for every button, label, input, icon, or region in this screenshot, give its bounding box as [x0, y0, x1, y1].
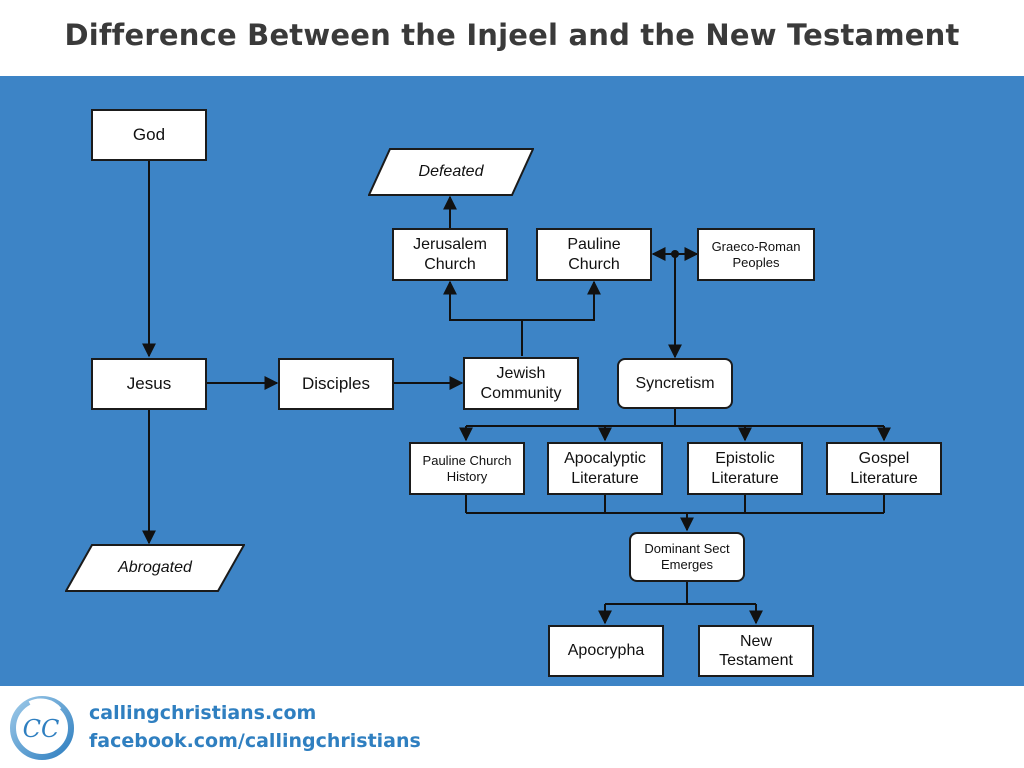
cc-logo-icon: CC	[10, 696, 74, 760]
edge-split-jerusalem	[443, 280, 522, 321]
connector-lines	[142, 161, 891, 625]
node-jewish-community: Jewish Community	[463, 357, 579, 410]
junction-dot	[671, 250, 679, 258]
node-apocalyptic-literature-label: Apocalyptic Literature	[564, 450, 646, 487]
edge-split-pauline	[522, 280, 601, 321]
node-gospel-literature-label: Gospel Literature	[850, 450, 918, 487]
node-new-testament-label: New Testament	[719, 632, 793, 669]
node-epistolic-literature-label: Epistolic Literature	[711, 450, 779, 487]
footer: CC callingchristians.com facebook.com/ca…	[0, 686, 1024, 768]
node-pauline-church-label: Pauline Church	[567, 236, 621, 273]
cc-logo: CC	[10, 696, 74, 765]
node-abrogated: Abrogated	[65, 544, 245, 592]
node-dominant-sect-emerges-label: Dominant Sect Emerges	[644, 541, 730, 572]
node-abrogated-label: Abrogated	[118, 559, 192, 576]
node-pauline-church: Pauline Church	[536, 228, 652, 281]
node-disciples-label: Disciples	[301, 373, 371, 393]
node-god-label: God	[132, 124, 166, 144]
node-apocalyptic-literature: Apocalyptic Literature	[547, 442, 663, 495]
node-jerusalem-church-label: Jerusalem Church	[413, 236, 487, 273]
node-syncretism: Syncretism	[617, 358, 733, 409]
node-god: God	[91, 109, 207, 161]
node-jerusalem-church: Jerusalem Church	[392, 228, 508, 281]
node-pauline-church-history-label: Pauline Church History	[422, 452, 512, 484]
header: Difference Between the Injeel and the Ne…	[0, 0, 1024, 76]
website-link[interactable]: callingchristians.com	[89, 702, 317, 724]
node-defeated-label: Defeated	[418, 163, 484, 180]
node-jesus-label: Jesus	[126, 373, 172, 393]
page-title: Difference Between the Injeel and the Ne…	[64, 18, 960, 52]
node-new-testament: New Testament	[698, 625, 814, 677]
node-defeated: Defeated	[368, 148, 534, 196]
node-dominant-sect-emerges: Dominant Sect Emerges	[629, 532, 745, 582]
node-graeco-roman-peoples-label: Graeco-Roman Peoples	[711, 238, 801, 270]
logo-text: CC	[23, 715, 60, 743]
parallelogram-shape	[65, 544, 245, 592]
node-graeco-roman-peoples: Graeco-Roman Peoples	[697, 228, 815, 281]
node-apocrypha: Apocrypha	[548, 625, 664, 677]
flowchart-canvas: God Jesus Disciples Jewish Community Jer…	[0, 76, 1024, 686]
node-epistolic-literature: Epistolic Literature	[687, 442, 803, 495]
node-disciples: Disciples	[278, 358, 394, 410]
node-gospel-literature: Gospel Literature	[826, 442, 942, 495]
parallelogram-shape	[368, 148, 534, 196]
node-syncretism-label: Syncretism	[635, 374, 715, 392]
facebook-link[interactable]: facebook.com/callingchristians	[89, 730, 421, 752]
node-jewish-community-label: Jewish Community	[480, 365, 562, 402]
node-apocrypha-label: Apocrypha	[567, 642, 645, 660]
node-pauline-church-history: Pauline Church History	[409, 442, 525, 495]
node-jesus: Jesus	[91, 358, 207, 410]
